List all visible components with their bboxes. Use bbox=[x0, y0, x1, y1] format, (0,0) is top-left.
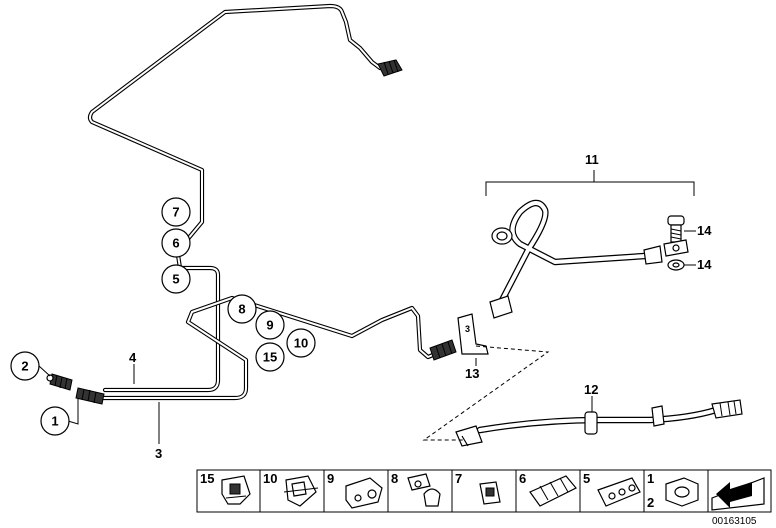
svg-text:2: 2 bbox=[21, 359, 28, 374]
circled-callout-15: 15 bbox=[255, 342, 285, 372]
legend-cell-arrow bbox=[711, 477, 765, 511]
brake-hose-lower bbox=[455, 399, 743, 447]
svg-text:10: 10 bbox=[263, 471, 277, 486]
svg-text:8: 8 bbox=[238, 302, 245, 317]
triple-pipe-holder-icon bbox=[597, 477, 641, 507]
leader-lines bbox=[38, 230, 696, 444]
circled-callout-1: 1 bbox=[40, 406, 70, 436]
legend-cell-1-2: 1 2 bbox=[647, 471, 699, 510]
callout-14-upper: 14 bbox=[697, 223, 712, 238]
leader-dashed-lines bbox=[422, 345, 550, 441]
callout-13: 13 bbox=[465, 366, 479, 381]
circled-callout-6: 6 bbox=[161, 228, 191, 258]
callout-12: 12 bbox=[584, 382, 598, 397]
legend-cell-6: 6 bbox=[519, 471, 577, 507]
brake-hose-upper bbox=[489, 199, 663, 319]
circled-callout-2: 2 bbox=[10, 351, 40, 381]
pipe-end-fitting-left-lower bbox=[75, 387, 105, 405]
legend-cell-5: 5 bbox=[583, 471, 641, 507]
banjo-bolt bbox=[667, 215, 685, 243]
svg-text:8: 8 bbox=[391, 471, 398, 486]
pipe-end-fitting-middle bbox=[429, 339, 457, 361]
svg-text:9: 9 bbox=[266, 318, 273, 333]
svg-text:10: 10 bbox=[294, 336, 308, 351]
svg-text:15: 15 bbox=[263, 350, 277, 365]
legend-cell-10: 10 bbox=[263, 471, 319, 507]
callout-3: 3 bbox=[155, 446, 162, 461]
callout-4: 4 bbox=[129, 350, 137, 365]
legend-cell-9: 9 bbox=[327, 471, 383, 509]
svg-text:5: 5 bbox=[583, 471, 590, 486]
washer-lower bbox=[667, 259, 685, 271]
pipe-clip-icon bbox=[529, 475, 577, 507]
pipe-holder-icon bbox=[345, 477, 383, 509]
callout-14-lower: 14 bbox=[697, 257, 712, 272]
svg-text:1: 1 bbox=[51, 414, 58, 429]
pipe-end-fitting-left-upper bbox=[46, 373, 73, 391]
union-nut-icon bbox=[665, 477, 699, 507]
svg-text:7: 7 bbox=[172, 205, 179, 220]
arrow-plate-icon bbox=[711, 477, 765, 511]
pipe-end-fitting-top bbox=[377, 59, 403, 77]
circled-callout-8: 8 bbox=[227, 294, 257, 324]
parts-legend: 15 10 9 8 bbox=[196, 469, 772, 513]
circled-callout-10: 10 bbox=[286, 328, 316, 358]
bracket: 3 bbox=[457, 313, 489, 355]
circled-callout-7: 7 bbox=[161, 197, 191, 227]
callout-labels: 11 14 14 13 12 4 3 bbox=[129, 152, 712, 461]
circled-callout-9: 9 bbox=[255, 310, 285, 340]
svg-text:6: 6 bbox=[172, 236, 179, 251]
callout-11: 11 bbox=[585, 152, 599, 167]
document-number: 00163105 bbox=[712, 516, 757, 527]
circled-callouts: 7 6 5 8 9 10 15 2 bbox=[10, 197, 316, 436]
clip-icon bbox=[221, 475, 251, 505]
svg-text:1: 1 bbox=[647, 471, 654, 486]
rubber-grommet-icon bbox=[479, 481, 501, 505]
legend-cell-15: 15 bbox=[200, 471, 251, 505]
washer-upper bbox=[663, 239, 689, 257]
bracket-line-11 bbox=[485, 170, 695, 196]
svg-text:5: 5 bbox=[172, 272, 179, 287]
svg-text:2: 2 bbox=[647, 495, 654, 510]
svg-text:6: 6 bbox=[519, 471, 526, 486]
circled-callout-5: 5 bbox=[161, 264, 191, 294]
brake-pipe-lower bbox=[92, 295, 443, 401]
double-clip-icon bbox=[283, 475, 319, 507]
svg-text:9: 9 bbox=[327, 471, 334, 486]
legend-cell-7: 7 bbox=[455, 471, 501, 505]
svg-text:15: 15 bbox=[200, 471, 214, 486]
svg-text:3: 3 bbox=[465, 324, 470, 334]
legend-cell-8: 8 bbox=[391, 471, 441, 507]
expanding-rivet-icon bbox=[407, 473, 441, 507]
svg-text:7: 7 bbox=[455, 471, 462, 486]
